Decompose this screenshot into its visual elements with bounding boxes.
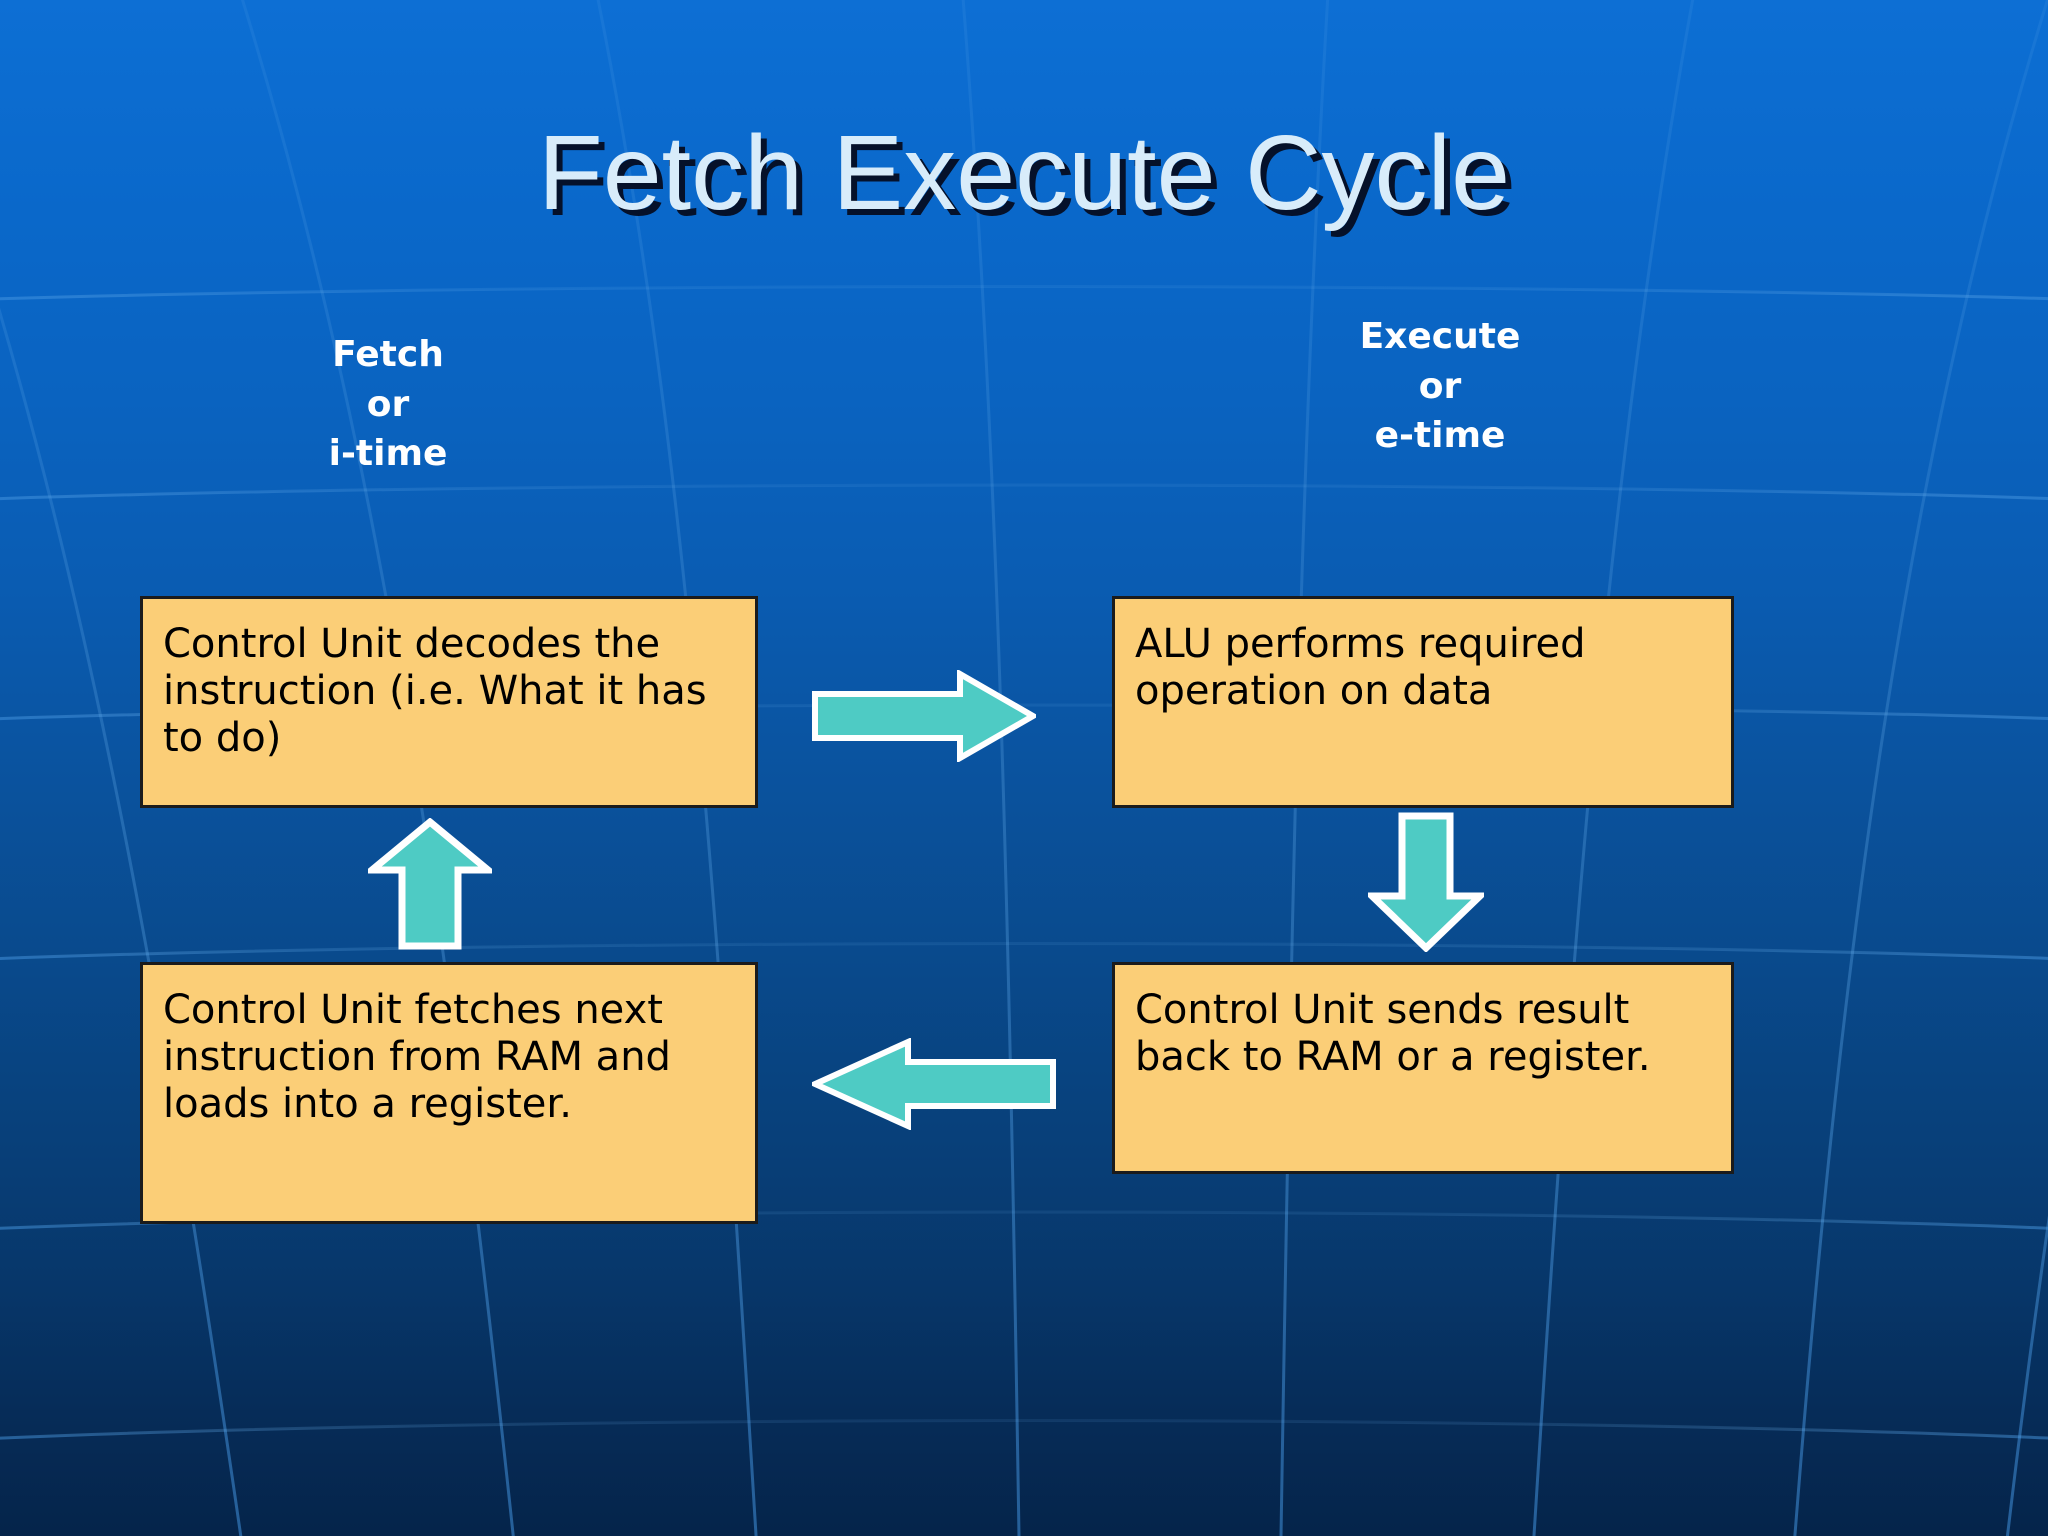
execute-phase-label: Execute or e-time: [1290, 312, 1590, 461]
execute-phase-line-3: e-time: [1374, 415, 1506, 457]
fetch-phase-line-2: or: [366, 383, 410, 425]
arrow-up-icon: [368, 818, 492, 950]
arrow-right-icon: [812, 670, 1036, 762]
fetch-phase-label: Fetch or i-time: [268, 330, 508, 479]
fetch-phase-line-1: Fetch: [332, 334, 444, 375]
process-box-decode: Control Unit decodes the instruction (i.…: [140, 596, 758, 808]
fetch-phase-line-3: i-time: [328, 433, 448, 475]
arrow-down-icon: [1368, 812, 1484, 952]
process-box-send: Control Unit sends result back to RAM or…: [1112, 962, 1734, 1174]
execute-phase-line-1: Execute: [1359, 316, 1521, 357]
slide-title: Fetch Execute Cycle: [537, 114, 1511, 232]
process-box-fetch: Control Unit fetches next instruction fr…: [140, 962, 758, 1224]
arrow-left-icon: [812, 1038, 1056, 1130]
execute-phase-line-2: or: [1418, 365, 1462, 407]
process-box-alu: ALU performs required operation on data: [1112, 596, 1734, 808]
